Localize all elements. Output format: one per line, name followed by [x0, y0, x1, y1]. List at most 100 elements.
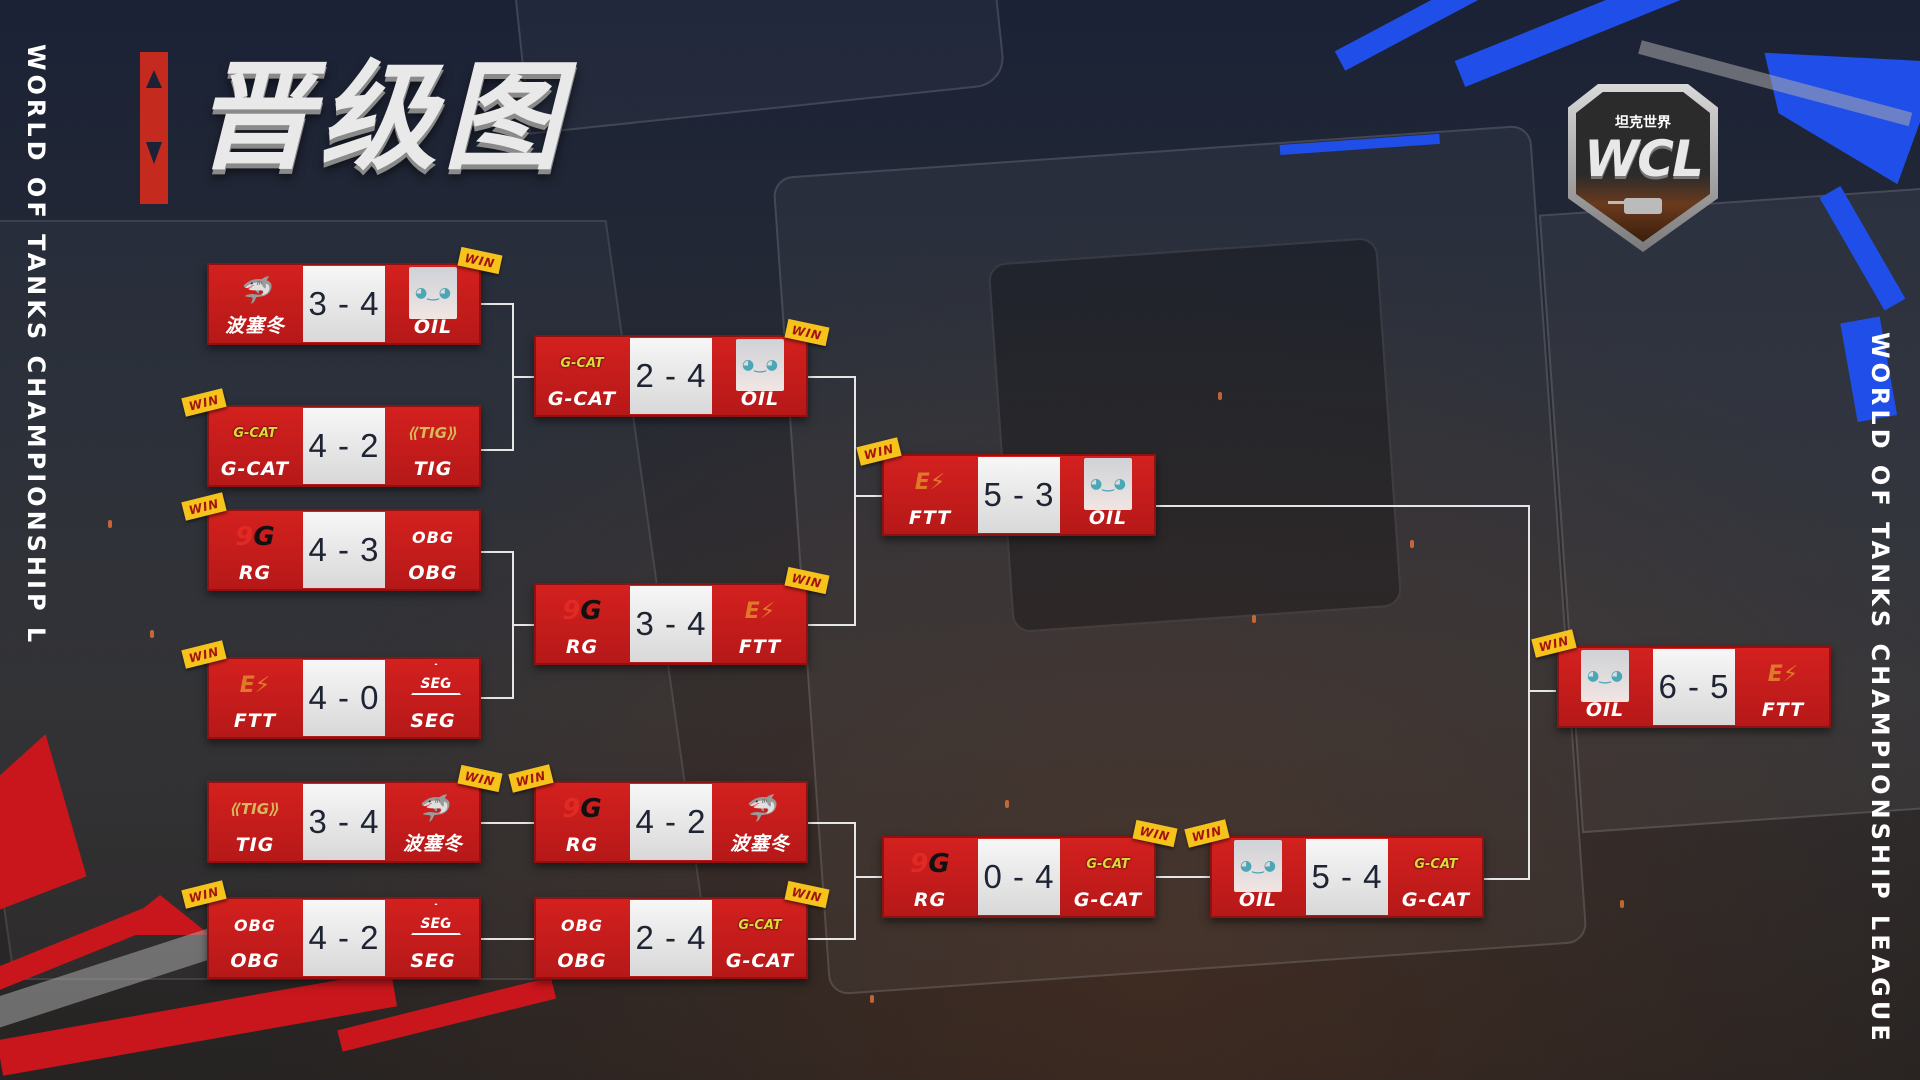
- team-right[interactable]: 🦈 波塞冬: [712, 781, 808, 863]
- team-right[interactable]: ◕‿◕ OIL: [712, 335, 808, 417]
- bg-letter-c-inner: [987, 236, 1403, 634]
- team-name: OIL: [413, 316, 453, 338]
- team-name: OBG: [557, 950, 607, 972]
- connector: [1156, 876, 1210, 878]
- anime-cat-girl-logo-icon: ◕‿◕: [409, 267, 457, 319]
- match-r2-1[interactable]: G-CAT G-CAT 2 - 4 ◕‿◕ OIL WIN: [534, 318, 830, 417]
- connector: [480, 697, 513, 699]
- team-left[interactable]: G-CAT G-CAT: [534, 335, 630, 417]
- obg-logo-icon: OBG: [561, 915, 603, 935]
- spark: [870, 995, 874, 1003]
- match-upper-final[interactable]: E⚡ FTT 5 - 3 ◕‿◕ OIL WIN: [856, 437, 1156, 536]
- bg-panel-top: [513, 0, 1007, 135]
- team-name: RG: [238, 562, 272, 584]
- gcat-logo-icon: G-CAT: [1086, 856, 1130, 872]
- team-right[interactable]: OBG OBG: [385, 509, 481, 591]
- connector: [854, 376, 856, 626]
- match-r1-1[interactable]: 🦈 波塞冬 3 - 4 ◕‿◕ OIL WIN: [207, 246, 503, 345]
- spark: [1410, 540, 1414, 548]
- team-name: RG: [565, 834, 599, 856]
- team-left[interactable]: G-CAT G-CAT: [207, 405, 303, 487]
- team-name: G-CAT: [725, 950, 795, 972]
- team-left[interactable]: E⚡ FTT: [207, 657, 303, 739]
- spark: [1218, 392, 1222, 400]
- match-r2-4[interactable]: OBG OBG 2 - 4 G-CAT G-CAT WIN: [534, 880, 830, 979]
- shark-logo-icon: 🦈: [238, 276, 272, 306]
- obg-logo-icon: OBG: [412, 527, 454, 547]
- team-right[interactable]: SEG SEG: [385, 897, 481, 979]
- team-name: OIL: [1585, 699, 1625, 721]
- team-right[interactable]: ⟪TIG⟫ TIG: [385, 405, 481, 487]
- ftt-logo-icon: E⚡: [914, 469, 946, 495]
- connector: [480, 303, 513, 305]
- team-right[interactable]: E⚡ FTT: [712, 583, 808, 665]
- logo-cn-text: 坦克世界: [1615, 115, 1671, 131]
- connector: [808, 376, 855, 378]
- team-right[interactable]: ◕‿◕ OIL: [1060, 454, 1156, 536]
- match-grand-final[interactable]: ◕‿◕ OIL 6 - 5 E⚡ FTT WIN: [1531, 629, 1831, 728]
- team-left[interactable]: E⚡ FTT: [882, 454, 978, 536]
- team-name: 波塞冬: [729, 833, 790, 855]
- team-left[interactable]: ◕‿◕ OIL: [1210, 836, 1306, 918]
- match-r1-4[interactable]: E⚡ FTT 4 - 0 SEG SEG WIN: [181, 640, 481, 739]
- rg-logo-g: G: [253, 522, 275, 552]
- team-left[interactable]: ◕‿◕ OIL: [1557, 646, 1653, 728]
- tank-icon: [1608, 198, 1662, 214]
- anime-cat-girl-logo-icon: ◕‿◕: [1581, 650, 1629, 702]
- bg-letter-l: [1538, 186, 1920, 834]
- shark-logo-icon: 🦈: [416, 794, 450, 824]
- gcat-logo-icon: G-CAT: [233, 425, 277, 441]
- team-name: FTT: [738, 636, 782, 658]
- team-left[interactable]: ⟪TIG⟫ TIG: [207, 781, 303, 863]
- tig-wings-logo-icon: ⟪TIG⟫: [408, 424, 458, 442]
- team-left[interactable]: 🦈 波塞冬: [207, 263, 303, 345]
- team-left[interactable]: OBG OBG: [207, 897, 303, 979]
- connector: [1156, 505, 1530, 507]
- team-name: SEG: [410, 710, 456, 732]
- spark: [108, 520, 112, 528]
- match-score: 4 - 3: [303, 512, 385, 588]
- connector: [854, 495, 882, 497]
- team-name: OBG: [408, 562, 458, 584]
- rg-logo-g: G: [580, 794, 602, 824]
- side-text-left: WORLD OF TANKS CHAMPIONSHIP L: [22, 44, 50, 647]
- match-r1-5[interactable]: ⟪TIG⟫ TIG 3 - 4 🦈 波塞冬 WIN: [207, 764, 503, 863]
- match-r1-6[interactable]: OBG OBG 4 - 2 SEG SEG WIN: [181, 880, 481, 979]
- team-left[interactable]: OBG OBG: [534, 897, 630, 979]
- team-name: OIL: [1238, 889, 1278, 911]
- match-score: 2 - 4: [630, 900, 712, 976]
- anime-cat-girl-logo-icon: ◕‿◕: [1234, 840, 1282, 892]
- match-score: 2 - 4: [630, 338, 712, 414]
- match-lower-final[interactable]: ◕‿◕ OIL 5 - 4 G-CAT G-CAT WIN: [1184, 819, 1484, 918]
- spark: [150, 630, 154, 638]
- rg-logo-g: G: [580, 596, 602, 626]
- rg-logo-r: 9: [562, 596, 581, 626]
- connector: [480, 938, 534, 940]
- team-name: SEG: [410, 950, 456, 972]
- team-right[interactable]: G-CAT G-CAT: [712, 897, 808, 979]
- team-right[interactable]: 🦈 波塞冬: [385, 781, 481, 863]
- match-r1-2[interactable]: G-CAT G-CAT 4 - 2 ⟪TIG⟫ TIG WIN: [181, 388, 481, 487]
- team-name: RG: [913, 889, 947, 911]
- team-right[interactable]: E⚡ FTT: [1735, 646, 1831, 728]
- team-name: OBG: [230, 950, 280, 972]
- shark-logo-icon: 🦈: [743, 794, 777, 824]
- team-right[interactable]: ◕‿◕ OIL: [385, 263, 481, 345]
- team-right[interactable]: G-CAT G-CAT: [1388, 836, 1484, 918]
- team-right[interactable]: SEG SEG: [385, 657, 481, 739]
- blue-brush-2: [1454, 0, 1744, 87]
- team-right[interactable]: G-CAT G-CAT: [1060, 836, 1156, 918]
- team-name: TIG: [413, 458, 453, 480]
